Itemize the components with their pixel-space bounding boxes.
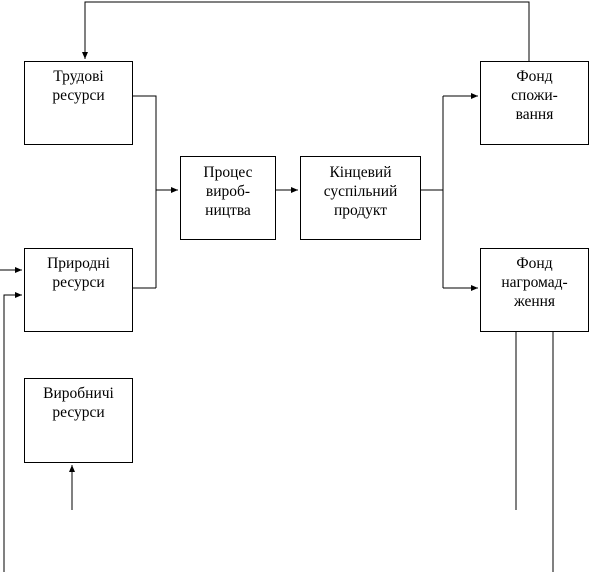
consumption-fund-label: Фонд спожи- вання: [511, 68, 558, 123]
production-resources-label: Виробничі ресурси: [43, 385, 114, 421]
production-process-label: Процес вироб- ництва: [203, 164, 253, 219]
consumption-fund-box: Фонд спожи- вання: [480, 61, 589, 145]
final-social-product-box: Кінцевий суспільний продукт: [300, 156, 421, 240]
labor-resources-label: Трудові ресурси: [52, 68, 105, 104]
accumulation-fund-label: Фонд нагромад- ження: [501, 255, 568, 310]
connector-labor-to-merge: [133, 95, 157, 288]
accumulation-fund-box: Фонд нагромад- ження: [480, 248, 589, 332]
arrow-incoming-natural-lower: [3, 292, 22, 572]
natural-resources-box: Природні ресурси: [24, 248, 133, 332]
final-social-product-label: Кінцевий суспільний продукт: [323, 164, 398, 219]
natural-resources-label: Природні ресурси: [47, 255, 110, 291]
labor-resources-box: Трудові ресурси: [24, 61, 133, 145]
production-process-box: Процес вироб- ництва: [180, 156, 276, 240]
feedback-arrow-consumption-to-labor: [82, 1, 530, 61]
production-resources-box: Виробничі ресурси: [24, 378, 133, 463]
